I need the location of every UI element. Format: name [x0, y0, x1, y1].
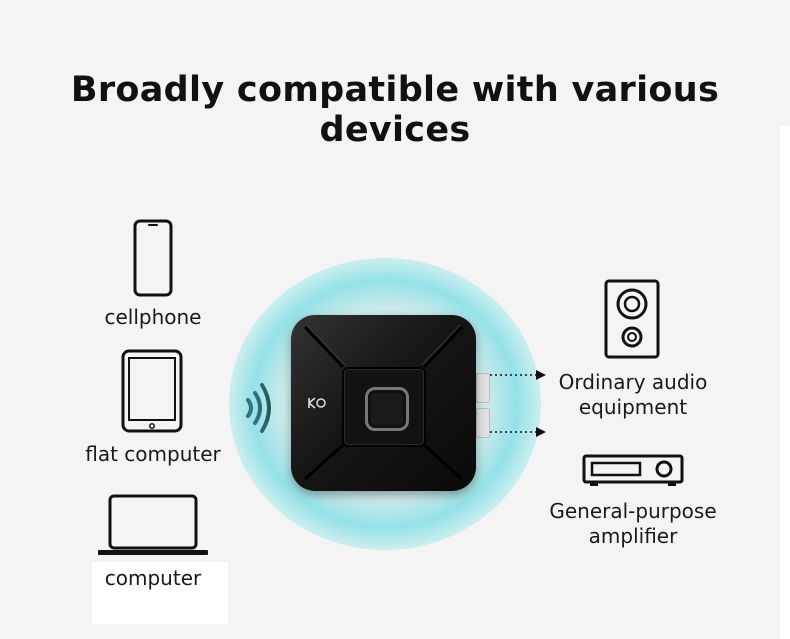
output-label-amplifier: General-purpose amplifier	[533, 499, 733, 549]
source-label-computer: computer	[104, 566, 202, 590]
corner-patch	[92, 562, 228, 624]
amplifier-icon	[582, 454, 684, 486]
output-arrows	[490, 370, 546, 437]
phone-icon	[133, 219, 173, 297]
speaker-icon	[604, 279, 660, 359]
brand-logo-icon	[308, 397, 326, 409]
output-label-audio-line1: Ordinary audio	[558, 370, 708, 394]
source-label-cellphone: cellphone	[104, 305, 202, 329]
output-label-amplifier-line2: amplifier	[588, 524, 678, 548]
source-label-flat-computer: flat computer	[85, 442, 221, 466]
output-port-top	[476, 373, 490, 403]
power-button[interactable]	[365, 387, 409, 431]
tablet-icon	[121, 349, 183, 433]
right-panel	[780, 126, 790, 639]
device-seams	[303, 324, 464, 481]
bluetooth-transmitter-device	[291, 315, 476, 491]
output-port-bottom	[476, 408, 490, 438]
page-title: Broadly compatible with various devices	[70, 70, 720, 150]
output-label-amplifier-line1: General-purpose	[549, 499, 717, 523]
output-label-audio-line2: equipment	[578, 395, 688, 419]
laptop-icon	[98, 494, 208, 555]
device-center-panel	[342, 367, 426, 447]
output-label-audio-equipment: Ordinary audio equipment	[543, 370, 723, 420]
